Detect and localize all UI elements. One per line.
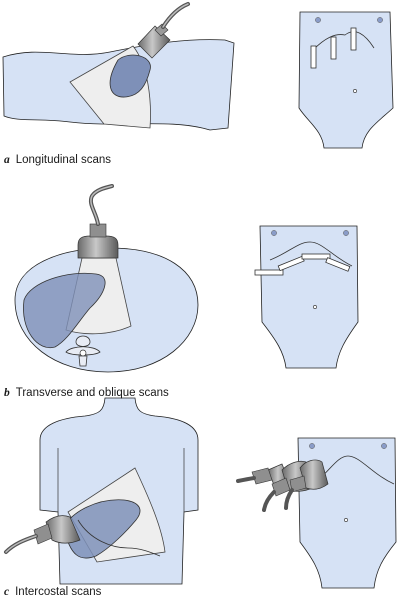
probe-position-marker [310, 45, 317, 69]
navel-marker [353, 89, 357, 93]
panel-a-longitudinal-side-view [2, 2, 235, 131]
caption-b: b Transverse and oblique scans [4, 387, 169, 399]
caption-c: c Intercostal scans [4, 586, 101, 598]
caption-letter: a [4, 154, 10, 166]
vertebra [65, 335, 101, 367]
costal-margin-line [269, 241, 353, 267]
navel-marker [313, 305, 317, 309]
costal-margin-line [77, 519, 161, 557]
costal-margin-line [319, 455, 395, 485]
costal-margin-line [312, 31, 375, 51]
navel-marker [344, 518, 348, 522]
panel-b-torso-front-view [254, 225, 359, 369]
ultrasound-probe [77, 184, 119, 259]
liver-organ [109, 54, 151, 98]
shoulder-marker [309, 443, 315, 449]
shoulder-marker [315, 17, 321, 23]
probe-position-marker [254, 253, 351, 276]
shoulder-marker [271, 230, 277, 236]
caption-a: a Longitudinal scans [4, 154, 111, 166]
torso-outline [298, 11, 394, 149]
shoulder-marker [343, 230, 349, 236]
caption-text: Intercostal scans [15, 586, 102, 598]
ultrasound-probe [137, 2, 190, 59]
shoulder-marker [377, 17, 383, 23]
caption-text: Longitudinal scans [15, 154, 112, 166]
liver-organ [63, 499, 141, 559]
panel-c-upper-body-view [4, 397, 199, 585]
liver-organ [23, 272, 106, 349]
probe-position-marker [330, 36, 337, 60]
ultrasound-probe [4, 515, 81, 554]
torso-outline [259, 225, 359, 369]
caption-letter: b [4, 387, 10, 399]
shoulder-marker [381, 443, 387, 449]
ultrasound-probe [284, 459, 329, 510]
panel-c-torso-front-view [236, 437, 397, 589]
probe-position-marker [350, 27, 357, 51]
panel-a-torso-front-view [298, 11, 394, 149]
caption-letter: c [4, 586, 10, 598]
caption-text: Transverse and oblique scans [15, 387, 169, 399]
panel-b-cross-section-view [14, 184, 199, 373]
